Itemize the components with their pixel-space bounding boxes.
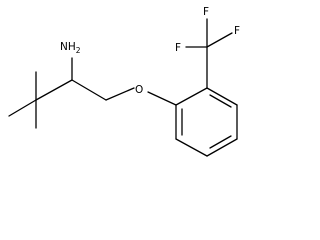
- ring-bond-2: [206, 87, 238, 106]
- amine-label-main: NH: [60, 41, 76, 53]
- bond-tbutyl-to-ch: [35, 79, 73, 101]
- fluorine-top-label: F: [203, 6, 209, 18]
- ring-bond-5: [175, 138, 208, 157]
- fluorine-right-label: F: [234, 25, 240, 37]
- ring-bond-4: [206, 138, 238, 157]
- atom-labels: NH2 O F F F: [60, 6, 240, 96]
- bond-oxygen-to-ring: [147, 91, 177, 106]
- bond-ch-to-ch2: [71, 79, 107, 101]
- ring-bond-1: [175, 87, 208, 106]
- ring-double-bond-2: [209, 135, 232, 149]
- amine-label-subscript: 2: [76, 46, 81, 55]
- bond-tbutyl-methyl-left: [8, 99, 37, 117]
- bond-cf3-fluorine-right: [206, 32, 233, 48]
- structure-diagram: NH2 O F F F: [8, 6, 240, 157]
- bond-ch2-to-oxygen: [105, 87, 135, 101]
- ring-double-bond-1: [209, 94, 232, 108]
- ether-oxygen-label: O: [135, 84, 143, 96]
- amine-label: NH2: [60, 41, 81, 55]
- bonds: [8, 18, 238, 157]
- fluorine-left-label: F: [175, 42, 181, 54]
